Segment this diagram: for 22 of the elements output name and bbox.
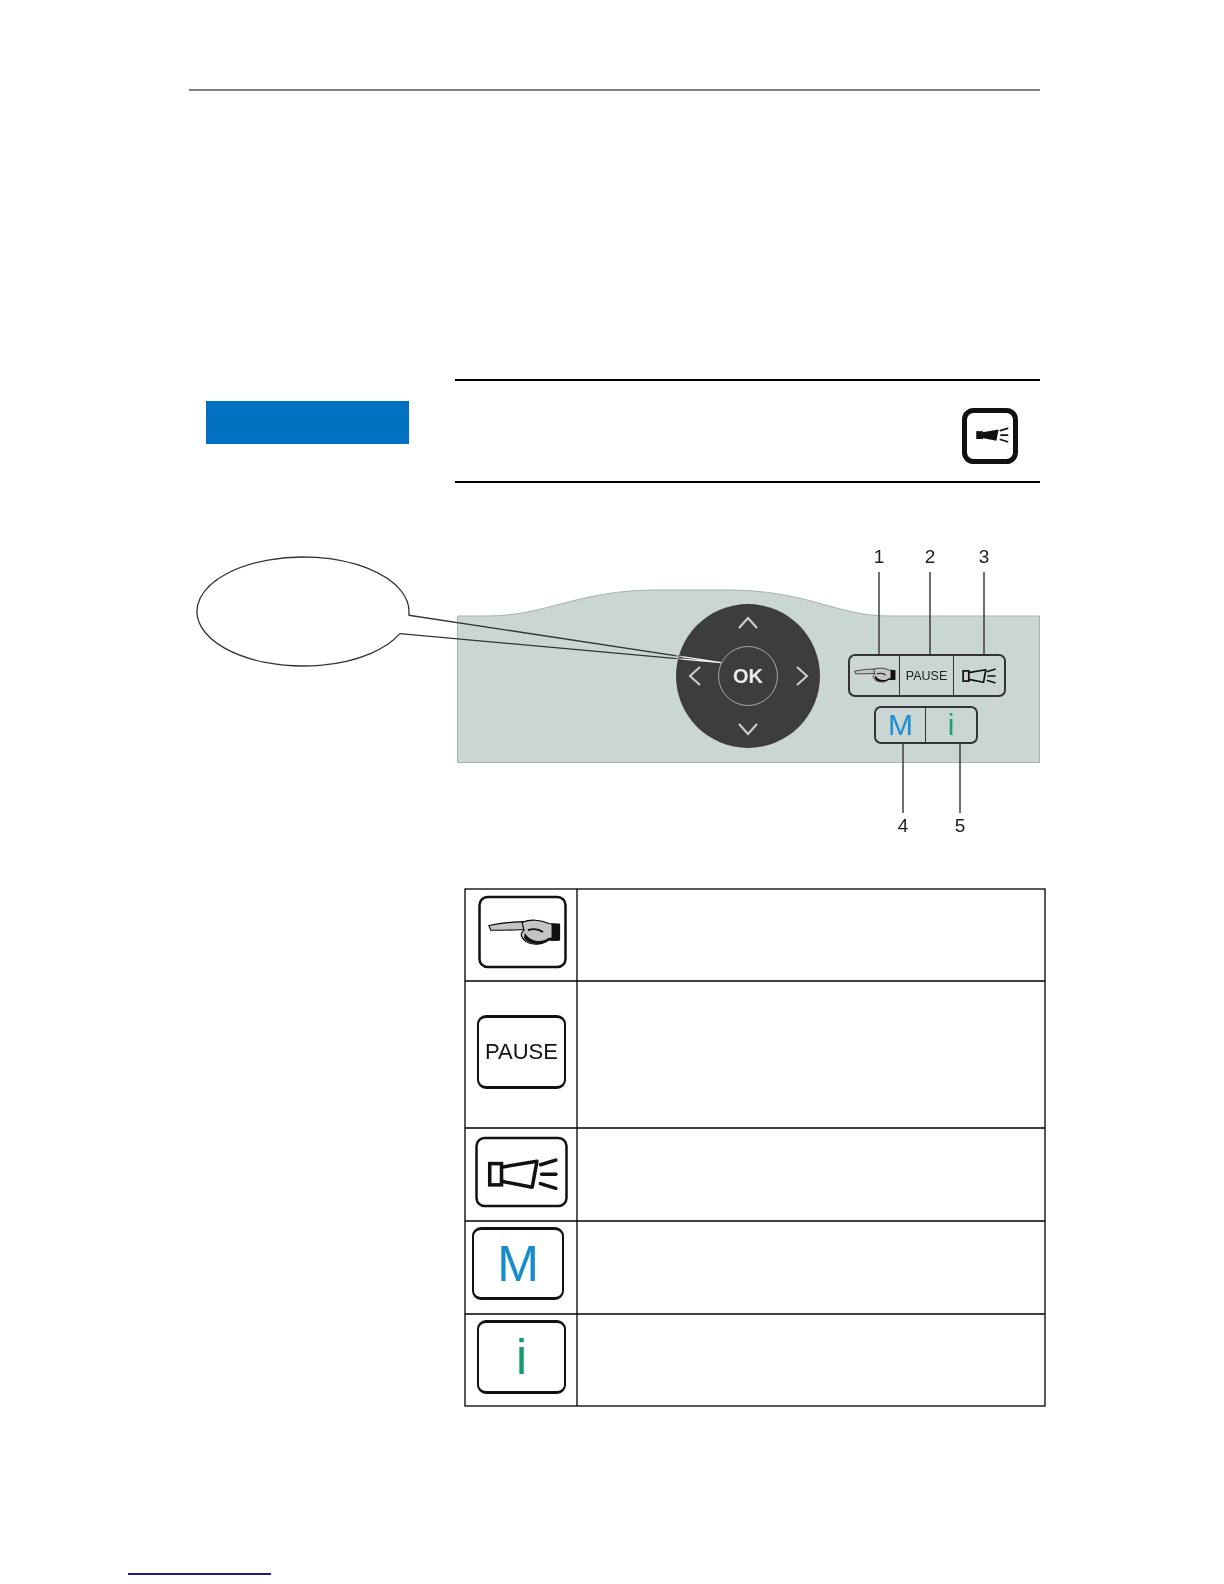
callout-number: 2 bbox=[918, 545, 942, 571]
callout-number: 1 bbox=[867, 545, 891, 571]
hand-button bbox=[848, 654, 899, 697]
heading-bar bbox=[206, 401, 409, 444]
leader-line bbox=[959, 743, 961, 814]
callout-number: 5 bbox=[948, 814, 972, 840]
callout-number: 4 bbox=[891, 814, 915, 840]
leader-line bbox=[902, 743, 904, 814]
pause-key-symbol: PAUSE bbox=[477, 1015, 566, 1089]
m-button: M bbox=[874, 706, 925, 744]
info-button: i bbox=[925, 706, 978, 744]
pause-button: PAUSE bbox=[899, 654, 953, 697]
leader-line bbox=[929, 571, 931, 655]
speech-bubble bbox=[196, 556, 410, 667]
speech-bubble-tail bbox=[399, 614, 722, 664]
control-panel bbox=[457, 588, 1040, 763]
callout-number: 3 bbox=[972, 545, 996, 571]
info-key-symbol: i bbox=[477, 1320, 566, 1394]
horn-button bbox=[953, 654, 1006, 697]
m-key-symbol: M bbox=[472, 1227, 564, 1300]
leader-line bbox=[983, 571, 985, 655]
leader-line bbox=[878, 571, 880, 655]
